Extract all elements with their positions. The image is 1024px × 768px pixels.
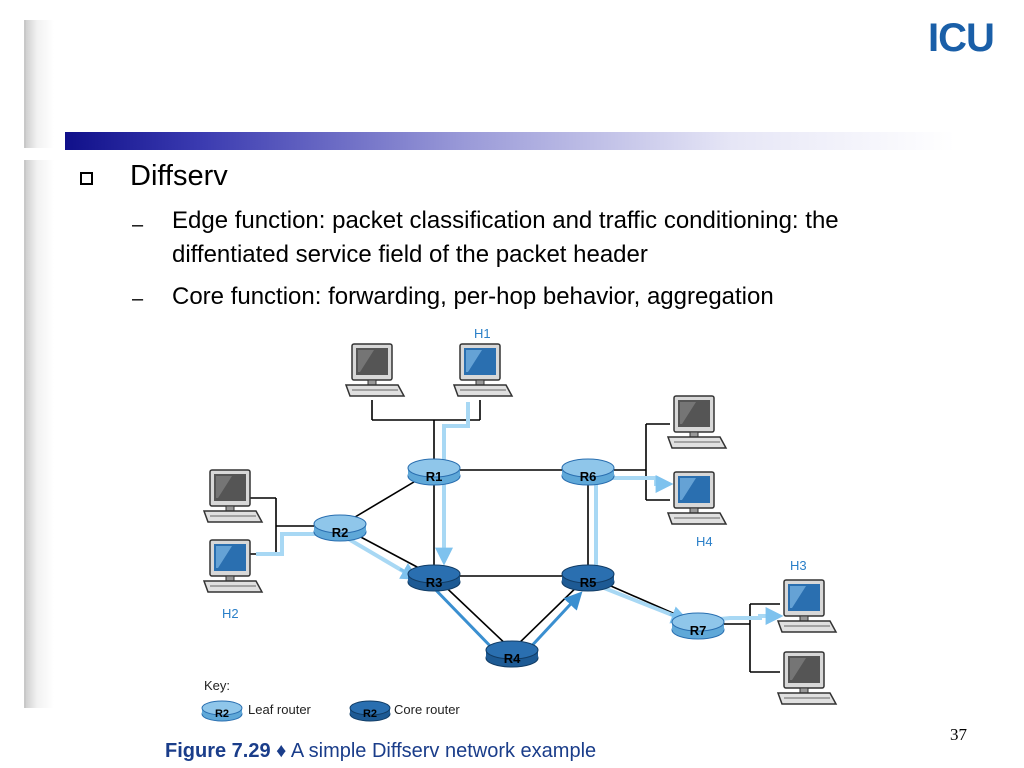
host-label-h1: H1 [474, 326, 491, 341]
key-core-router: R2 Core router [349, 700, 460, 722]
subbullet-edge-line1: Edge function: packet classification and… [172, 207, 839, 234]
caption-figure-label: Figure 7.29 [165, 740, 271, 762]
subbullet-core-line1: Core function: forwarding, per-hop behav… [172, 283, 774, 310]
subbullet-edge-function: Edge function: packet classification and… [172, 204, 992, 272]
host-label-h2: H2 [222, 606, 239, 621]
icu-logo: ICU [928, 16, 995, 60]
host-h2-icon [203, 539, 263, 593]
diagram-key: Key: R2 Leaf router R2 Core router [201, 678, 460, 722]
router-r2: R2 [313, 514, 367, 542]
host-h3-icon [777, 579, 837, 633]
key-leaf-label: Leaf router [248, 702, 312, 717]
flow-h1 [435, 402, 470, 566]
caption-text: A simple Diffserv network example [290, 740, 597, 762]
key-title: Key: [204, 678, 230, 693]
diffserv-network-diagram: H1 H2 H3 H4 R1 R2 R6 [201, 326, 837, 722]
host-label-h3: H3 [790, 558, 807, 573]
host-label-h4: H4 [696, 534, 713, 549]
router-r5: R5 [561, 564, 615, 592]
router-label-r6: R6 [580, 469, 597, 484]
header-gradient-bar [65, 132, 955, 150]
left-decor-bar-top [24, 20, 54, 148]
host-top-left-icon [345, 343, 405, 397]
dash-1: – [132, 214, 144, 236]
router-label-r4: R4 [504, 651, 521, 666]
page-number: 37 [950, 725, 967, 744]
bullet-diffserv: Diffserv [130, 160, 228, 192]
key-leaf-symbol: R2 [215, 708, 229, 720]
dash-2: – [132, 288, 144, 310]
router-r1: R1 [407, 458, 461, 486]
flow-h4 [594, 475, 674, 566]
router-r3: R3 [407, 564, 461, 592]
caption-diamond-icon: ♦ [276, 740, 287, 762]
host-left-top-icon [203, 469, 263, 523]
figure-caption: Figure 7.29 ♦ A simple Diffserv network … [165, 740, 596, 763]
host-bottom-right-icon [777, 651, 837, 705]
key-core-label: Core router [394, 702, 460, 717]
router-r4: R4 [485, 640, 539, 668]
host-h1-icon [453, 343, 513, 397]
bullet-square-icon [80, 172, 93, 185]
router-label-r3: R3 [426, 575, 443, 590]
router-label-r1: R1 [426, 469, 443, 484]
key-core-symbol: R2 [363, 708, 377, 720]
router-r7: R7 [671, 612, 725, 640]
key-leaf-router: R2 Leaf router [201, 700, 312, 722]
subbullet-edge-line2: diffentiated service field of the packet… [172, 241, 648, 268]
host-h4-icon [667, 471, 727, 525]
subbullet-core-function: Core function: forwarding, per-hop behav… [172, 280, 992, 314]
router-r6: R6 [561, 458, 615, 486]
host-right-top-icon [667, 395, 727, 449]
router-label-r7: R7 [690, 623, 707, 638]
router-label-r2: R2 [332, 525, 349, 540]
router-label-r5: R5 [580, 575, 597, 590]
left-decor-bar-bottom [24, 160, 54, 708]
